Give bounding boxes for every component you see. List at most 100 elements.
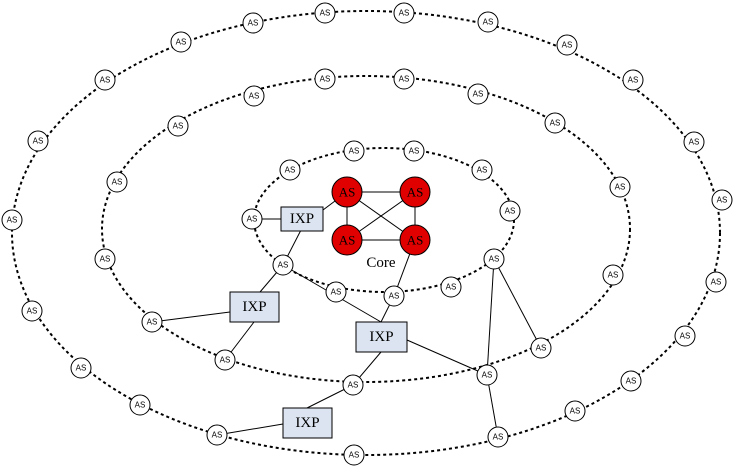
as-node: AS [487,426,509,448]
as-node: AS [1,209,23,231]
as-node: AS [674,325,696,347]
svg-text:AS: AS [570,407,581,416]
as-node: AS [471,159,493,181]
svg-text:AS: AS [147,318,158,327]
ixp-box: IXP [229,291,280,323]
as-node: AS [544,112,566,134]
svg-text:AS: AS [689,138,700,147]
as-node: AS [477,11,499,33]
ixp-box: IXP [282,407,333,439]
svg-text:AS: AS [349,451,360,460]
svg-text:AS: AS [135,401,146,410]
core-as-node: AS [399,224,431,256]
as-node: AS [383,285,405,307]
outer-ring [11,10,721,456]
svg-text:AS: AS [562,41,573,50]
as-node: AS [602,264,624,286]
as-node: AS [279,159,301,181]
svg-text:AS: AS [482,371,493,380]
svg-text:AS: AS [407,185,424,200]
svg-text:AS: AS [615,183,626,192]
as-node: AS [314,2,336,24]
as-node: AS [620,370,642,392]
svg-text:AS: AS [446,283,457,292]
as-node: AS [21,300,43,322]
as-node: AS [609,176,631,198]
as-node: AS [622,69,644,91]
as-node: AS [476,364,498,386]
as-node: AS [343,444,365,466]
svg-text:AS: AS [711,278,722,287]
as-node: AS [393,68,415,90]
core-as-node: AS [399,176,431,208]
svg-text:AS: AS [348,381,359,390]
svg-text:AS: AS [680,332,691,341]
svg-text:AS: AS [320,75,331,84]
as-node: AS [243,85,265,107]
ixp-box: IXP [355,321,408,353]
as-node: AS [106,171,128,193]
svg-text:AS: AS [483,18,494,27]
as-node: AS [564,400,586,422]
svg-text:AS: AS [399,9,410,18]
svg-text:AS: AS [536,344,547,353]
svg-text:AS: AS [626,377,637,386]
svg-text:IXP: IXP [369,329,393,345]
as-node: AS [206,424,228,446]
as-node: AS [325,281,347,303]
as-node: AS [129,394,151,416]
as-node: AS [342,374,364,396]
svg-text:AS: AS [173,122,184,131]
as-node: AS [683,131,705,153]
as-node: AS [242,12,264,34]
svg-text:AS: AS [493,433,504,442]
svg-text:AS: AS [247,215,258,224]
svg-text:IXP: IXP [295,415,319,431]
as-node: AS [483,248,505,270]
svg-text:AS: AS [176,38,187,47]
svg-text:AS: AS [285,166,296,175]
svg-text:AS: AS [278,261,289,270]
core-label: Core [366,255,396,271]
svg-text:AS: AS [212,431,223,440]
as-node: AS [141,311,163,333]
as-node: AS [272,254,294,276]
svg-text:AS: AS [489,255,500,264]
svg-text:AS: AS [27,307,38,316]
svg-text:AS: AS [100,76,111,85]
as-node: AS [167,115,189,137]
as-node: AS [711,189,733,211]
ixp-box: IXP [280,206,324,232]
as-node: AS [705,271,727,293]
svg-text:IXP: IXP [290,211,314,227]
svg-text:AS: AS [220,356,231,365]
middle-ring [101,75,631,383]
svg-text:AS: AS [407,233,424,248]
as-node: AS [499,200,521,222]
svg-text:AS: AS [339,185,356,200]
as-node: AS [556,34,578,56]
svg-text:AS: AS [399,75,410,84]
core-nodes: AS AS AS AS [331,176,431,256]
as-node: AS [70,357,92,379]
svg-text:AS: AS [608,271,619,280]
as-node: AS [214,349,236,371]
as-node: AS [467,83,489,105]
svg-text:AS: AS [409,147,420,156]
svg-text:AS: AS [389,292,400,301]
as-node: AS [241,208,263,230]
svg-text:AS: AS [477,166,488,175]
as-node: AS [94,69,116,91]
as-node: AS [27,130,49,152]
as-node: AS [440,276,462,298]
as-node: AS [530,337,552,359]
svg-text:AS: AS [717,196,728,205]
svg-text:AS: AS [505,207,516,216]
svg-text:AS: AS [33,137,44,146]
as-node: AS [403,140,425,162]
as-node: AS [314,68,336,90]
svg-text:AS: AS [628,76,639,85]
svg-text:AS: AS [249,92,260,101]
